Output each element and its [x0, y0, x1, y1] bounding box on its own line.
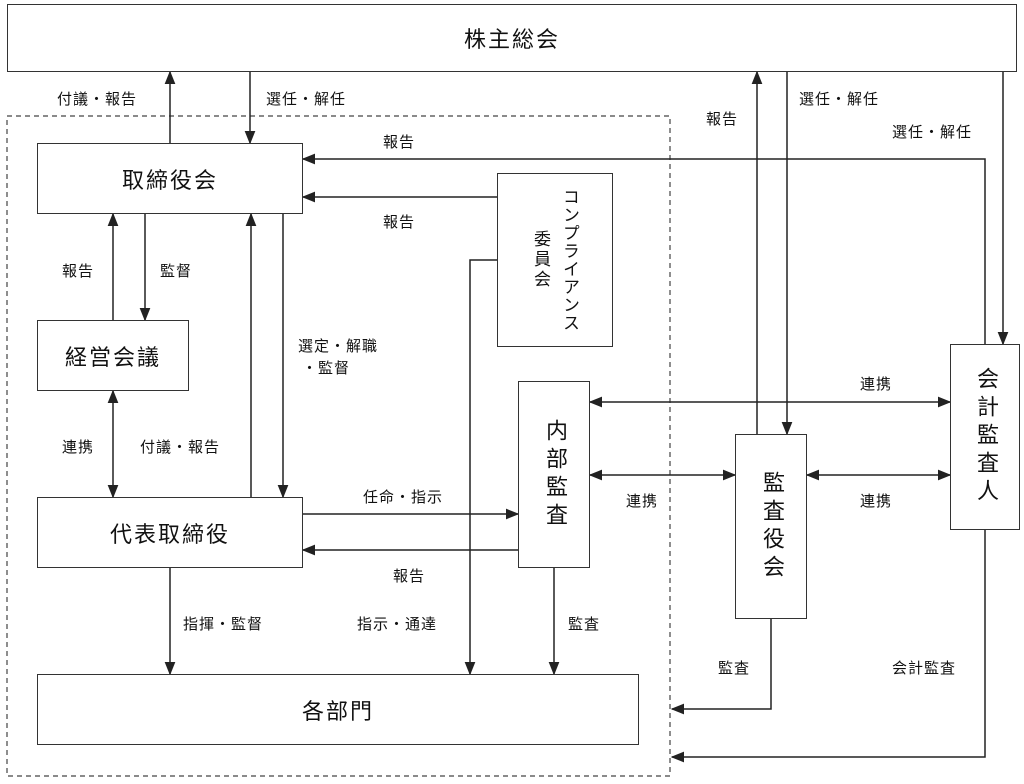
- compliance-committee-label-1: コンプライアンス: [559, 188, 579, 332]
- board-of-directors-label: 取締役会: [121, 168, 218, 194]
- board-of-directors-box: 取締役会: [37, 143, 303, 214]
- label-report-mgmt: 報告: [62, 262, 95, 280]
- label-submit-report: 付議・報告: [57, 90, 138, 108]
- label-cooperation-mgmt: 連携: [62, 438, 95, 456]
- label-report-compliance: 報告: [383, 213, 416, 231]
- label-select-dismiss-1: 選定・解職: [298, 337, 379, 355]
- arrow-accounting-to-board: [301, 153, 986, 344]
- label-cooperation-auditboard-accounting: 連携: [860, 492, 893, 510]
- label-appoint-dismiss-board: 選任・解任: [266, 90, 347, 108]
- shareholders-meeting-label: 株主総会: [463, 28, 560, 53]
- representative-director-label: 代表取締役: [109, 522, 230, 548]
- label-appoint-instruct: 任命・指示: [363, 488, 444, 506]
- label-accounting-audit: 会計監査: [892, 659, 957, 677]
- arrow-accounting-audit: [670, 530, 986, 763]
- label-instruct-notify: 指示・通達: [357, 615, 438, 633]
- label-cooperation-internal-accounting: 連携: [860, 375, 893, 393]
- audit-board-label: 監査役会: [759, 470, 784, 583]
- compliance-committee-box: 委員会 コンプライアンス: [497, 173, 613, 347]
- label-report-accounting: 報告: [383, 133, 416, 151]
- label-submit-report-rep: 付議・報告: [140, 438, 221, 456]
- compliance-committee-label-2: 委員会: [530, 230, 550, 290]
- label-supervise-mgmt: 監督: [160, 262, 193, 280]
- label-report-internal: 報告: [393, 567, 426, 585]
- company-boundary: [6, 115, 671, 777]
- label-direct-supervise: 指揮・監督: [183, 615, 264, 633]
- label-audit-internal: 監査: [568, 615, 601, 633]
- label-report-audit-board: 報告: [706, 110, 739, 128]
- shareholders-meeting-box: 株主総会: [7, 4, 1017, 72]
- arrow-auditboard-audit: [670, 619, 772, 715]
- departments-label: 各部門: [301, 699, 374, 725]
- audit-board-box: 監査役会: [735, 434, 807, 619]
- label-appoint-dismiss-audit-board: 選任・解任: [799, 90, 880, 108]
- label-cooperation-internal-auditboard: 連携: [626, 492, 659, 510]
- departments-box: 各部門: [37, 674, 639, 745]
- accounting-auditor-label: 会計監査人: [973, 367, 998, 507]
- representative-director-box: 代表取締役: [37, 497, 303, 568]
- management-meeting-box: 経営会議: [37, 320, 189, 391]
- label-select-dismiss-2: ・監督: [302, 359, 351, 377]
- accounting-auditor-box: 会計監査人: [950, 344, 1020, 530]
- internal-audit-label: 内部監査: [542, 418, 567, 531]
- management-meeting-label: 経営会議: [64, 345, 161, 371]
- label-appoint-dismiss-accounting: 選任・解任: [892, 123, 973, 141]
- arrow-compliance-to-depts: [464, 259, 497, 676]
- internal-audit-box: 内部監査: [518, 381, 590, 568]
- label-audit-board-audit: 監査: [718, 659, 751, 677]
